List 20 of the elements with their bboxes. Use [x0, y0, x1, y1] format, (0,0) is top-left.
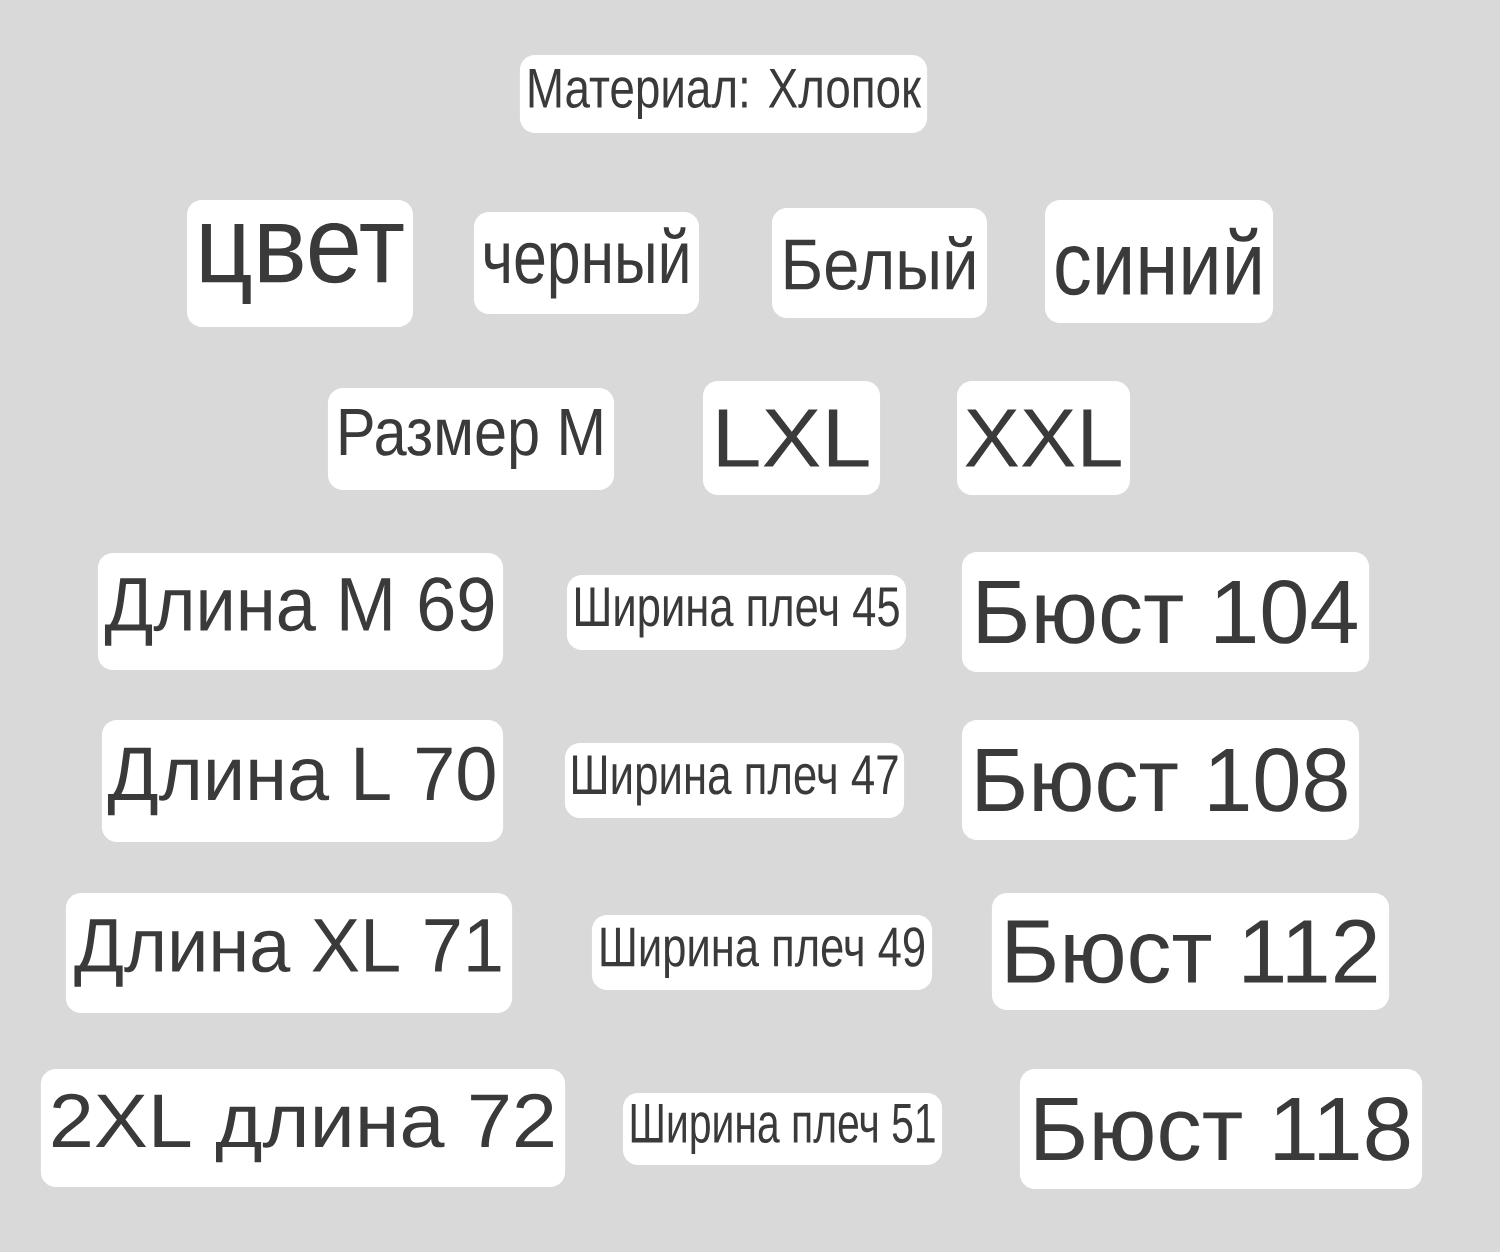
- text-tag: 2XL длина 72: [40, 1068, 566, 1188]
- text-tag: Размер М: [327, 387, 615, 490]
- text-tag: черный: [473, 211, 700, 315]
- text-tag: Длина XL 71: [65, 892, 513, 1014]
- text-tag: Материал: Хлопок: [519, 54, 928, 133]
- text-tag: цвет: [186, 199, 414, 328]
- text-tag: LXL: [702, 380, 881, 496]
- text-tag: Длина L 70: [101, 719, 504, 843]
- text-tag: Ширина плеч 47: [564, 743, 905, 818]
- text-tag: Бюст 108: [961, 719, 1360, 841]
- text-tag: Длина М 69: [97, 552, 504, 671]
- text-tag: XXL: [956, 380, 1131, 496]
- text-tag: Бюст 104: [961, 551, 1370, 673]
- text-tag: Ширина плеч 49: [591, 915, 933, 991]
- text-tag: Бюст 118: [1019, 1068, 1423, 1190]
- text-tag: Ширина плеч 51: [622, 1093, 943, 1166]
- text-tag: Белый: [771, 207, 988, 319]
- text-tag: Бюст 112: [991, 892, 1390, 1011]
- text-tag: синий: [1044, 199, 1274, 324]
- text-tag: Ширина плеч 45: [566, 574, 907, 650]
